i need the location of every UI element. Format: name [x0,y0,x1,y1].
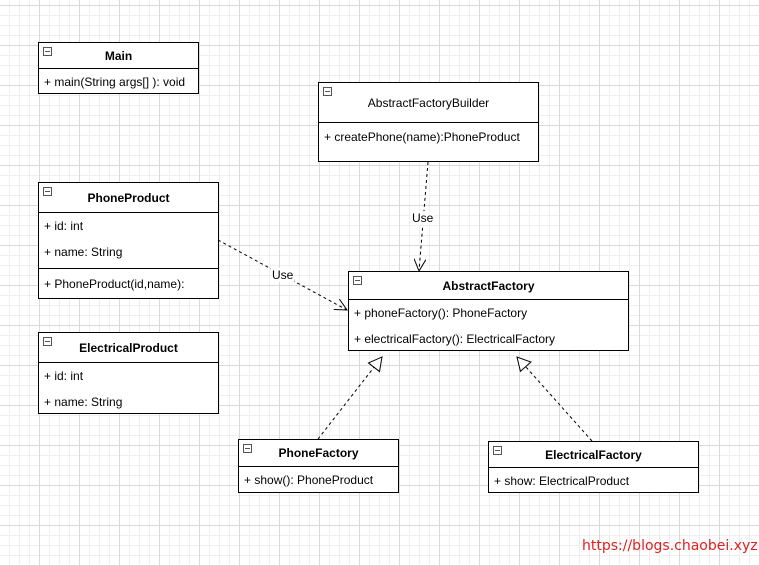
builder-use-label: Use [411,211,435,225]
class-main-header: Main [39,43,198,69]
class-abstract-factory-name: AbstractFactory [442,278,535,293]
field-row: + id: int [44,219,84,233]
method-row: + show: ElectricalProduct [494,474,630,488]
electrical-factory-realization[interactable] [516,356,593,442]
class-builder-header: AbstractFactoryBuilder [319,83,538,123]
class-electrical-product-name: ElectricalProduct [79,340,178,355]
class-electrical-product[interactable]: ElectricalProduct + id: int + name: Stri… [38,332,219,414]
class-abstract-factory-methods: + phoneFactory(): PhoneFactory + electri… [349,300,628,352]
class-abstract-factory-header: AbstractFactory [349,272,628,300]
method-row: + show(): PhoneProduct [244,473,374,487]
class-phone-product-fields: + id: int + name: String [39,213,218,269]
class-main-methods: + main(String args[] ): void [39,69,198,95]
field-row: + name: String [44,245,123,259]
class-electrical-factory-methods: + show: ElectricalProduct [489,468,698,494]
collapse-icon[interactable] [43,337,52,346]
method-row: + electricalFactory(): ElectricalFactory [354,332,556,346]
class-phone-product-name: PhoneProduct [87,190,170,205]
collapse-icon[interactable] [243,444,252,453]
class-electrical-product-fields: + id: int + name: String [39,363,218,415]
class-phone-product[interactable]: PhoneProduct + id: int + name: String + … [38,182,219,299]
class-abstract-factory-builder[interactable]: AbstractFactoryBuilder + createPhone(nam… [318,82,539,162]
phone-product-use-label: Use [271,268,295,282]
field-row: + name: String [44,395,123,409]
class-phone-factory-methods: + show(): PhoneProduct [239,467,398,493]
class-phone-factory-name: PhoneFactory [278,446,359,460]
field-row: + id: int [44,369,84,383]
collapse-icon[interactable] [323,87,332,96]
class-electrical-product-header: ElectricalProduct [39,333,218,363]
class-main[interactable]: Main + main(String args[] ): void [38,42,199,94]
class-phone-factory-header: PhoneFactory [239,440,398,467]
phone-factory-realization[interactable] [317,356,383,440]
watermark-url: https://blogs.chaobei.xyz [582,538,758,554]
method-row: + main(String args[] ): void [44,75,186,89]
class-electrical-factory-name: ElectricalFactory [545,447,642,462]
class-builder-methods: + createPhone(name):PhoneProduct [319,123,538,150]
class-main-name: Main [104,48,133,63]
class-electrical-factory[interactable]: ElectricalFactory + show: ElectricalProd… [488,441,699,493]
class-builder-name: AbstractFactoryBuilder [367,95,490,110]
class-phone-product-header: PhoneProduct [39,183,218,213]
collapse-icon[interactable] [43,187,52,196]
collapse-icon[interactable] [353,276,362,285]
collapse-icon[interactable] [43,47,52,56]
class-abstract-factory[interactable]: AbstractFactory + phoneFactory(): PhoneF… [348,271,629,351]
method-row: + createPhone(name):PhoneProduct [324,130,520,144]
method-row: + PhoneProduct(id,name): [44,277,185,291]
class-phone-product-methods: + PhoneProduct(id,name): [39,269,218,297]
class-electrical-factory-header: ElectricalFactory [489,442,698,468]
collapse-icon[interactable] [493,446,502,455]
class-phone-factory[interactable]: PhoneFactory + show(): PhoneProduct [238,439,399,493]
method-row: + phoneFactory(): PhoneFactory [354,306,528,320]
